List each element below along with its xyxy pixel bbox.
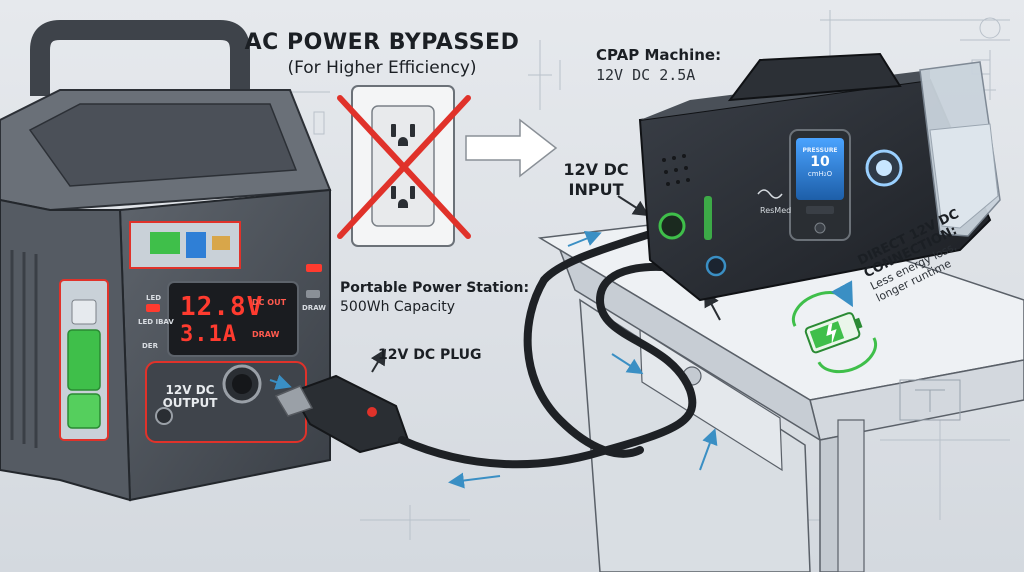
cpap-machine (638, 52, 1001, 302)
dc-input-line1: 12V DC (563, 160, 629, 179)
dc-input-label: 12V DC INPUT (552, 160, 640, 200)
power-station-capacity: 500Wh Capacity (340, 299, 456, 315)
dc-cable (398, 262, 697, 469)
plug-pointer (370, 348, 387, 373)
cpap-brand: ResMed (760, 206, 792, 215)
carry-handle (30, 20, 250, 96)
power-button[interactable] (306, 264, 322, 272)
ac-bypassed-subtitle: (For Higher Efficiency) (287, 58, 477, 78)
current-readout: 3.1A (180, 322, 237, 347)
side-label-led-ibav: LED IBAV (138, 318, 174, 326)
dc-input-port[interactable] (658, 212, 686, 240)
screen-pressure-unit: cmH₂O (807, 170, 833, 178)
cpap-spec: 12V DC 2.5A (596, 66, 696, 84)
power-station (0, 20, 332, 502)
dc-output-line1: 12V DC (165, 383, 215, 397)
dc-input-line2: INPUT (568, 180, 624, 199)
current-caption: DRAW (252, 330, 280, 339)
side-label-der: DER (142, 342, 158, 350)
direct-connection-badge (791, 280, 877, 374)
screen-pressure-label: PRESSURE (802, 147, 838, 154)
cpap-handle (727, 52, 902, 102)
dc-cable-upper (540, 230, 654, 284)
side-label-led: LED (146, 294, 162, 302)
brand-logo-icon (757, 189, 783, 199)
side-label-draw: DRAW (302, 304, 327, 312)
screen-pressure-value: 10 (810, 154, 830, 170)
voltage-readout: 12.8V (180, 292, 264, 322)
led-display (167, 281, 299, 357)
plug-label: 12V DC PLUG (378, 347, 482, 363)
dc-output-line2: OUTPUT (162, 396, 218, 410)
bypass-arrow-icon (465, 118, 558, 178)
cpap-title: CPAP Machine: (596, 46, 722, 64)
dc-output-label: 12V DC OUTPUT (160, 384, 220, 410)
current-flow-arrows (269, 231, 718, 489)
bypassed-cross-icon (337, 95, 471, 239)
voltage-caption: DC OUT (252, 298, 287, 307)
ac-bypassed-title: AC POWER BYPASSED (244, 30, 520, 55)
power-station-title: Portable Power Station: (340, 280, 530, 296)
